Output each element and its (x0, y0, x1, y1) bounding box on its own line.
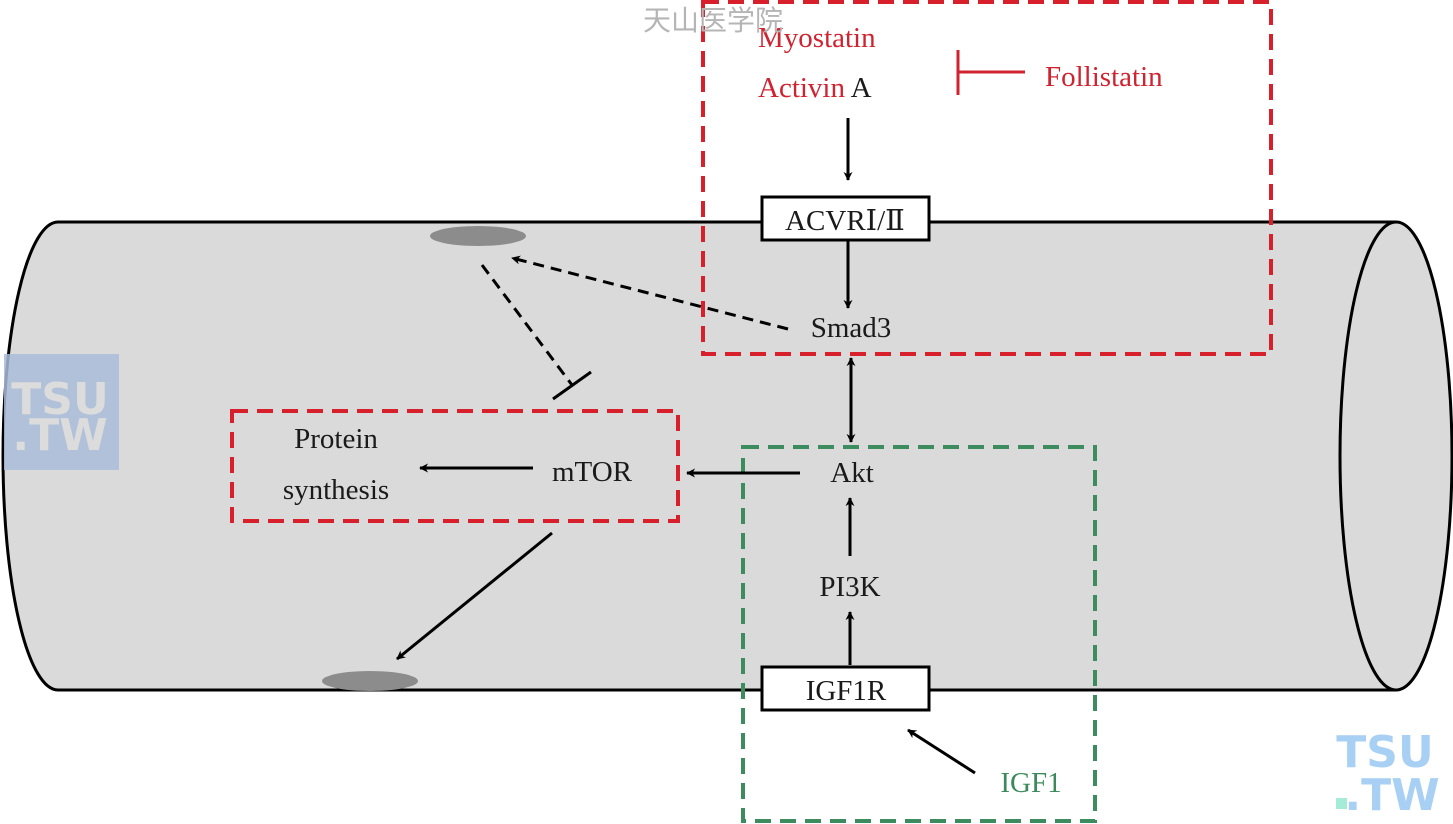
watermark-line2: .TW (12, 410, 107, 461)
myostatin-label: Myostatin (758, 22, 876, 54)
mtor-label: mTOR (552, 456, 633, 488)
synthesis-label: synthesis (283, 474, 389, 506)
dashed-inhibition-to-protein (480, 264, 592, 401)
watermark-line1: TSU (1336, 727, 1433, 778)
acvr-receptor: ACVRⅠ/Ⅱ (760, 195, 931, 242)
igf1-pathway-box (741, 445, 1097, 823)
cylinder-end-cap (1338, 220, 1453, 692)
nucleus-top (430, 226, 526, 246)
protein-label: Protein (294, 423, 378, 455)
watermark-line1: TSU (11, 374, 108, 425)
acvr-label: ACVRⅠ/Ⅱ (785, 205, 905, 237)
akt-label: Akt (830, 457, 874, 489)
watermark-dot (1336, 798, 1347, 809)
activin-label: Activin (758, 72, 845, 104)
follistatin-label: Follistatin (1045, 61, 1163, 93)
igf1r-label: IGF1R (806, 675, 887, 707)
pi3k-label: PI3K (819, 571, 880, 603)
arrow-igf1-to-igf1r (907, 728, 976, 775)
activin-a-label: Activin A (758, 72, 872, 104)
igf1r-receptor: IGF1R (760, 665, 931, 712)
watermark-chinese: 天山医学院 (643, 4, 783, 37)
cylinder-body (1, 220, 1397, 692)
smad3-label: Smad3 (811, 312, 892, 344)
dashed-arrow-smad3-to-nucleus (511, 255, 789, 331)
myostatin-pathway-box (701, 0, 1273, 356)
igf1-label: IGF1 (1000, 767, 1061, 799)
arrow-protein-to-nucleus (396, 531, 553, 661)
muscle-fiber-cylinder (1, 220, 1453, 692)
watermark-tsu-right: TSU .TW (1336, 727, 1440, 821)
follistatin-inhibition (956, 50, 1025, 95)
activin-suffix: A (851, 72, 872, 104)
nucleus-bottom (322, 671, 418, 691)
watermark-line2: .TW (1344, 770, 1439, 821)
watermark-tsu-left: TSU .TW (4, 354, 119, 470)
protein-synthesis-box (230, 409, 680, 523)
